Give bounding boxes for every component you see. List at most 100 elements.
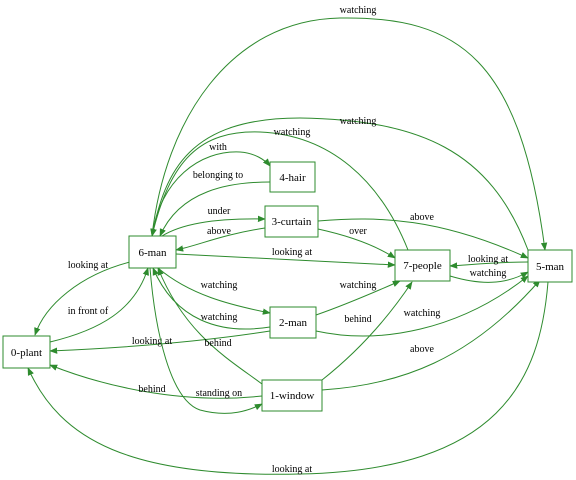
edge-line bbox=[49, 267, 149, 343]
node-2-man[interactable]: 2-man bbox=[269, 306, 317, 339]
edge-3-curtain-to-6-man: above bbox=[175, 226, 266, 252]
edge-5-man-to-6-man: watching bbox=[150, 116, 529, 251]
edge-5-man-to-0-plant: looking at bbox=[27, 281, 549, 475]
edge-label: behind bbox=[138, 384, 165, 395]
edge-label: with bbox=[209, 142, 227, 153]
edge-label: in front of bbox=[68, 306, 109, 317]
node-box bbox=[2, 335, 51, 369]
edge-label: watching bbox=[470, 268, 507, 279]
node-box bbox=[394, 249, 451, 282]
edge-line bbox=[315, 280, 401, 316]
edge-1-window-to-0-plant: behind bbox=[49, 364, 263, 399]
node-box bbox=[128, 235, 177, 269]
edge-line bbox=[34, 261, 131, 336]
edge-5-man-to-7-people: looking at bbox=[449, 254, 529, 269]
edge-label: looking at bbox=[272, 247, 312, 258]
edge-6-man-to-5-man: watching bbox=[151, 5, 548, 251]
edge-label: looking at bbox=[132, 336, 172, 347]
node-box bbox=[269, 161, 316, 193]
edge-line bbox=[315, 275, 529, 337]
edge-2-man-to-5-man: watching bbox=[315, 275, 529, 337]
edge-label: watching bbox=[201, 280, 238, 291]
edge-label: watching bbox=[201, 312, 238, 323]
edges: watching watching watching with belongin… bbox=[27, 5, 549, 475]
edge-3-curtain-to-7-people: over bbox=[317, 226, 396, 259]
edge-line bbox=[152, 267, 271, 330]
node-box bbox=[264, 205, 319, 238]
edge-line bbox=[317, 228, 396, 259]
edge-label: above bbox=[207, 226, 231, 237]
edge-2-man-to-0-plant: looking at bbox=[49, 330, 271, 354]
edge-line bbox=[161, 215, 266, 237]
node-4-hair[interactable]: 4-hair bbox=[269, 161, 316, 193]
edge-4-hair-to-6-man: belonging to bbox=[159, 170, 271, 237]
edge-6-man-to-4-hair: with bbox=[151, 142, 271, 237]
node-5-man[interactable]: 5-man bbox=[527, 249, 573, 283]
edge-line bbox=[151, 17, 548, 251]
edge-6-man-to-2-man: watching bbox=[157, 267, 271, 315]
edge-0-plant-to-6-man: in front of bbox=[49, 267, 149, 343]
node-box bbox=[269, 306, 317, 339]
edge-1-window-to-6-man: behind bbox=[157, 267, 263, 385]
edge-line bbox=[317, 218, 529, 259]
edge-line bbox=[175, 253, 396, 268]
edge-label: above bbox=[410, 344, 434, 355]
edge-line bbox=[49, 364, 263, 399]
edge-7-people-to-5-man: watching bbox=[449, 268, 529, 283]
edge-6-man-to-3-curtain: under bbox=[161, 206, 266, 237]
edge-line bbox=[151, 151, 271, 237]
edge-line bbox=[157, 267, 263, 385]
edge-line bbox=[27, 281, 549, 475]
edge-line bbox=[321, 279, 541, 391]
node-label: 7-people bbox=[403, 260, 442, 272]
node-label: 6-man bbox=[138, 247, 167, 259]
edge-6-man-to-0-plant: looking at bbox=[34, 260, 131, 336]
edge-label: under bbox=[208, 206, 231, 217]
edge-label: behind bbox=[344, 314, 371, 325]
edge-label: watching bbox=[340, 116, 377, 127]
edge-7-people-to-6-man: watching bbox=[150, 127, 409, 251]
edge-label: above bbox=[410, 212, 434, 223]
node-label: 3-curtain bbox=[272, 216, 312, 228]
edge-label: watching bbox=[404, 308, 441, 319]
edge-line bbox=[159, 181, 271, 237]
edge-label: watching bbox=[274, 127, 311, 138]
edge-3-curtain-to-5-man: above bbox=[317, 212, 529, 259]
edge-line bbox=[157, 267, 271, 315]
node-label: 1-window bbox=[270, 390, 315, 402]
edge-label: over bbox=[349, 226, 367, 237]
edge-label: behind bbox=[204, 338, 231, 349]
node-0-plant[interactable]: 0-plant bbox=[2, 335, 51, 369]
edge-line bbox=[150, 117, 529, 251]
node-label: 5-man bbox=[536, 261, 565, 273]
edge-label: looking at bbox=[272, 464, 312, 475]
edge-line bbox=[321, 281, 413, 381]
edge-line bbox=[150, 131, 409, 251]
edge-6-man-to-7-people: looking at bbox=[175, 247, 396, 268]
node-6-man[interactable]: 6-man bbox=[128, 235, 177, 269]
edge-label: watching bbox=[340, 5, 377, 16]
node-1-window[interactable]: 1-window bbox=[261, 379, 323, 412]
node-box bbox=[527, 249, 573, 283]
edge-line bbox=[49, 330, 271, 354]
node-label: 0-plant bbox=[11, 347, 42, 359]
node-7-people[interactable]: 7-people bbox=[394, 249, 451, 282]
edge-1-window-to-5-man: above bbox=[321, 279, 541, 391]
edge-line bbox=[175, 227, 266, 252]
edge-line bbox=[149, 267, 263, 414]
node-3-curtain[interactable]: 3-curtain bbox=[264, 205, 319, 238]
edge-label: looking at bbox=[468, 254, 508, 265]
edge-6-man-to-1-window: standing on bbox=[149, 267, 263, 414]
node-label: 4-hair bbox=[279, 172, 306, 184]
edge-label: belonging to bbox=[193, 170, 243, 181]
nodes: 0-plant 1-window 2-man 3-curtain 4-hair … bbox=[2, 161, 573, 412]
edge-2-man-to-7-people: watching bbox=[315, 280, 401, 316]
edge-line bbox=[449, 261, 529, 269]
edge-2-man-to-6-man: watching bbox=[152, 267, 271, 330]
node-box bbox=[261, 379, 323, 412]
edge-label: looking at bbox=[68, 260, 108, 271]
edge-label: standing on bbox=[196, 388, 242, 399]
edge-label: watching bbox=[340, 280, 377, 291]
